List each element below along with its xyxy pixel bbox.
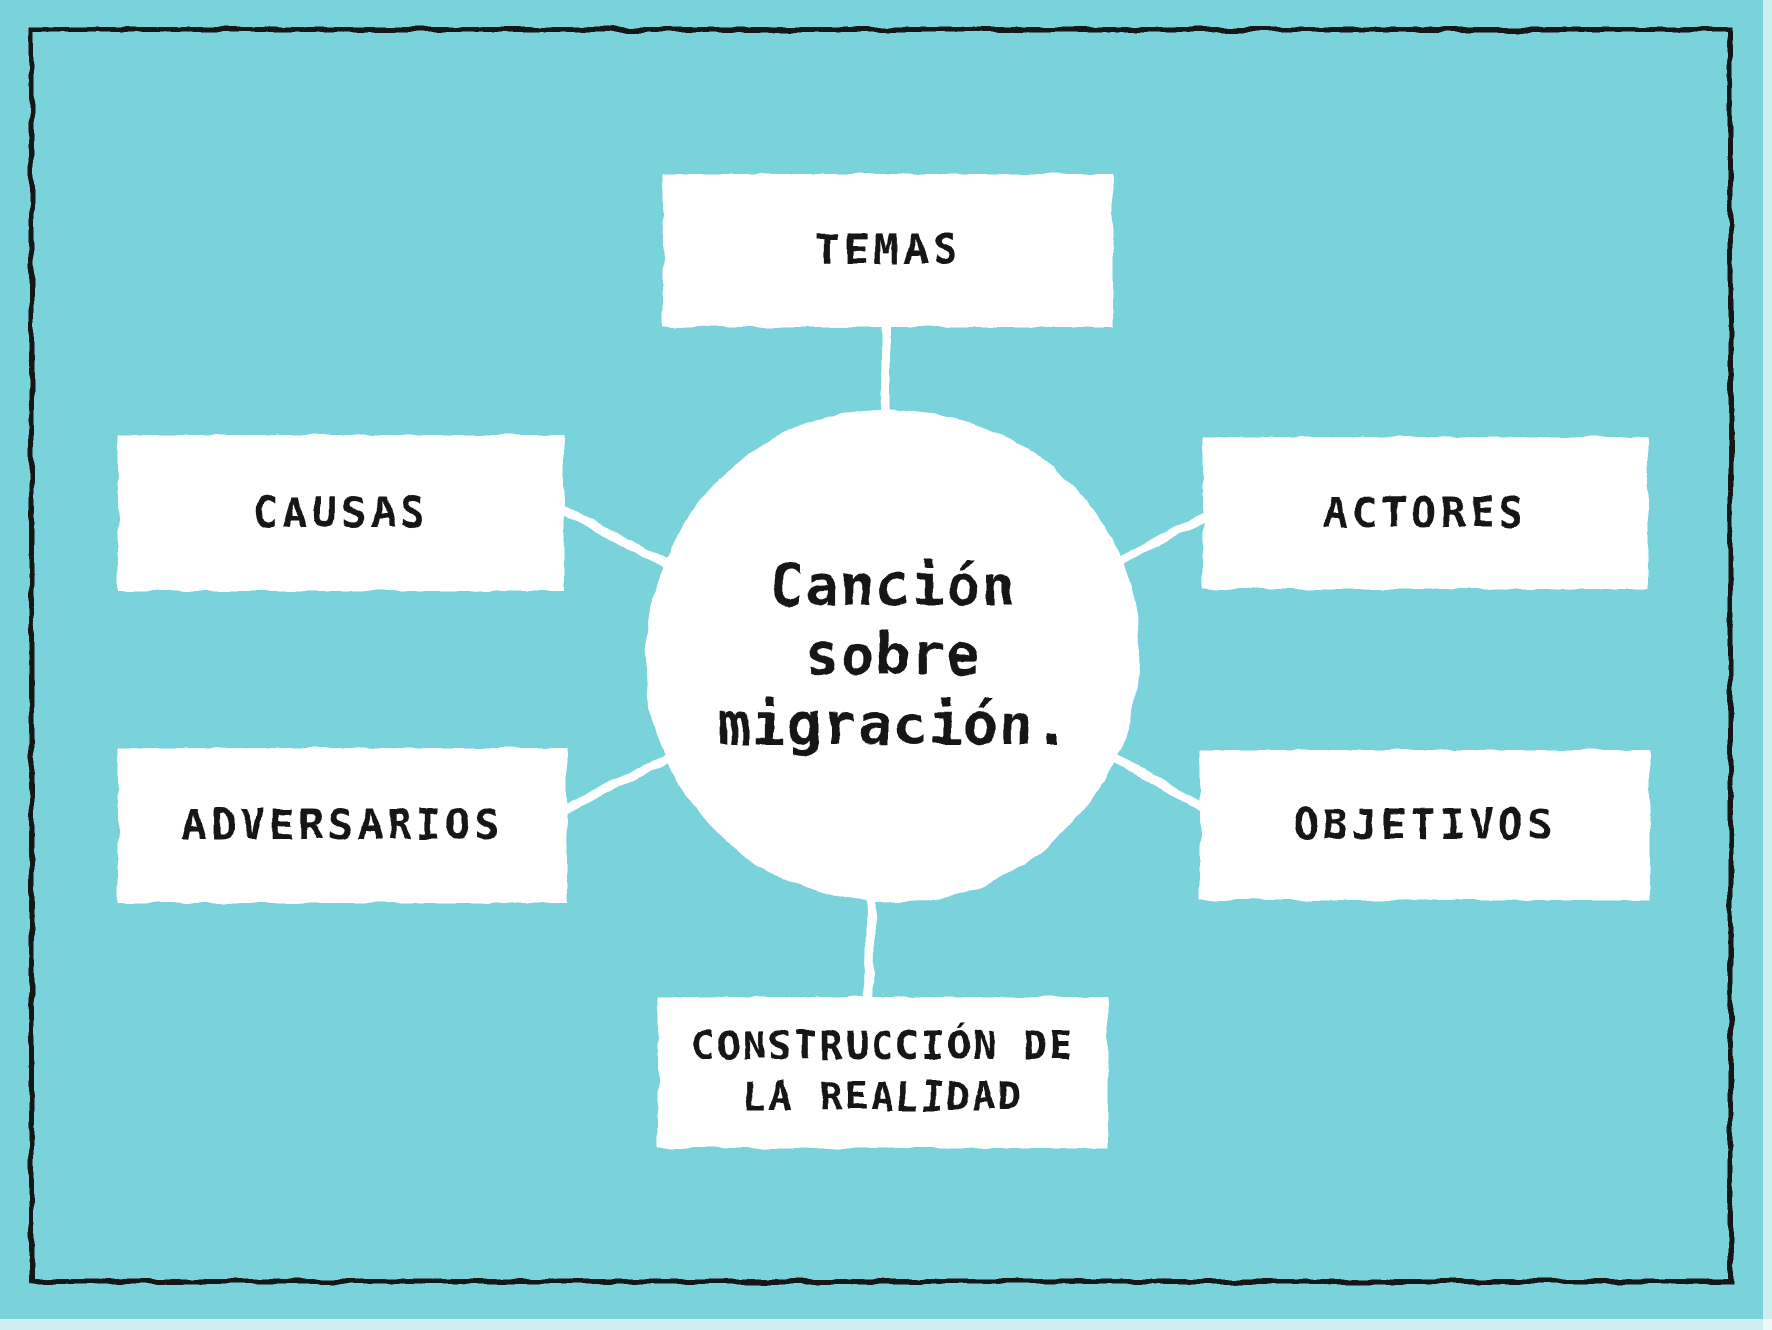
border-frame <box>29 27 1733 1284</box>
node-construccion: CONSTRUCCIÓN DE LA REALIDAD <box>658 997 1108 1148</box>
node-adversarios: ADVERSARIOS <box>118 748 567 903</box>
node-construccion-label: CONSTRUCCIÓN DE LA REALIDAD <box>691 1023 1075 1120</box>
central-node-label: Canción sobre migración. <box>716 552 1070 758</box>
node-actores-label: ACTORES <box>1322 487 1528 537</box>
node-objetivos-label: OBJETIVOS <box>1293 799 1557 849</box>
node-objetivos: OBJETIVOS <box>1200 750 1650 900</box>
image-edge-highlight-bottom <box>0 1319 1772 1330</box>
node-temas-label: TEMAS <box>814 225 962 275</box>
node-actores: ACTORES <box>1203 437 1648 589</box>
node-adversarios-label: ADVERSARIOS <box>181 800 504 850</box>
node-temas: TEMAS <box>663 174 1113 327</box>
node-causas: CAUSAS <box>118 435 564 591</box>
image-edge-highlight-right <box>1763 0 1772 1330</box>
central-node: Canción sobre migración. <box>646 410 1140 902</box>
node-causas-label: CAUSAS <box>253 487 429 537</box>
